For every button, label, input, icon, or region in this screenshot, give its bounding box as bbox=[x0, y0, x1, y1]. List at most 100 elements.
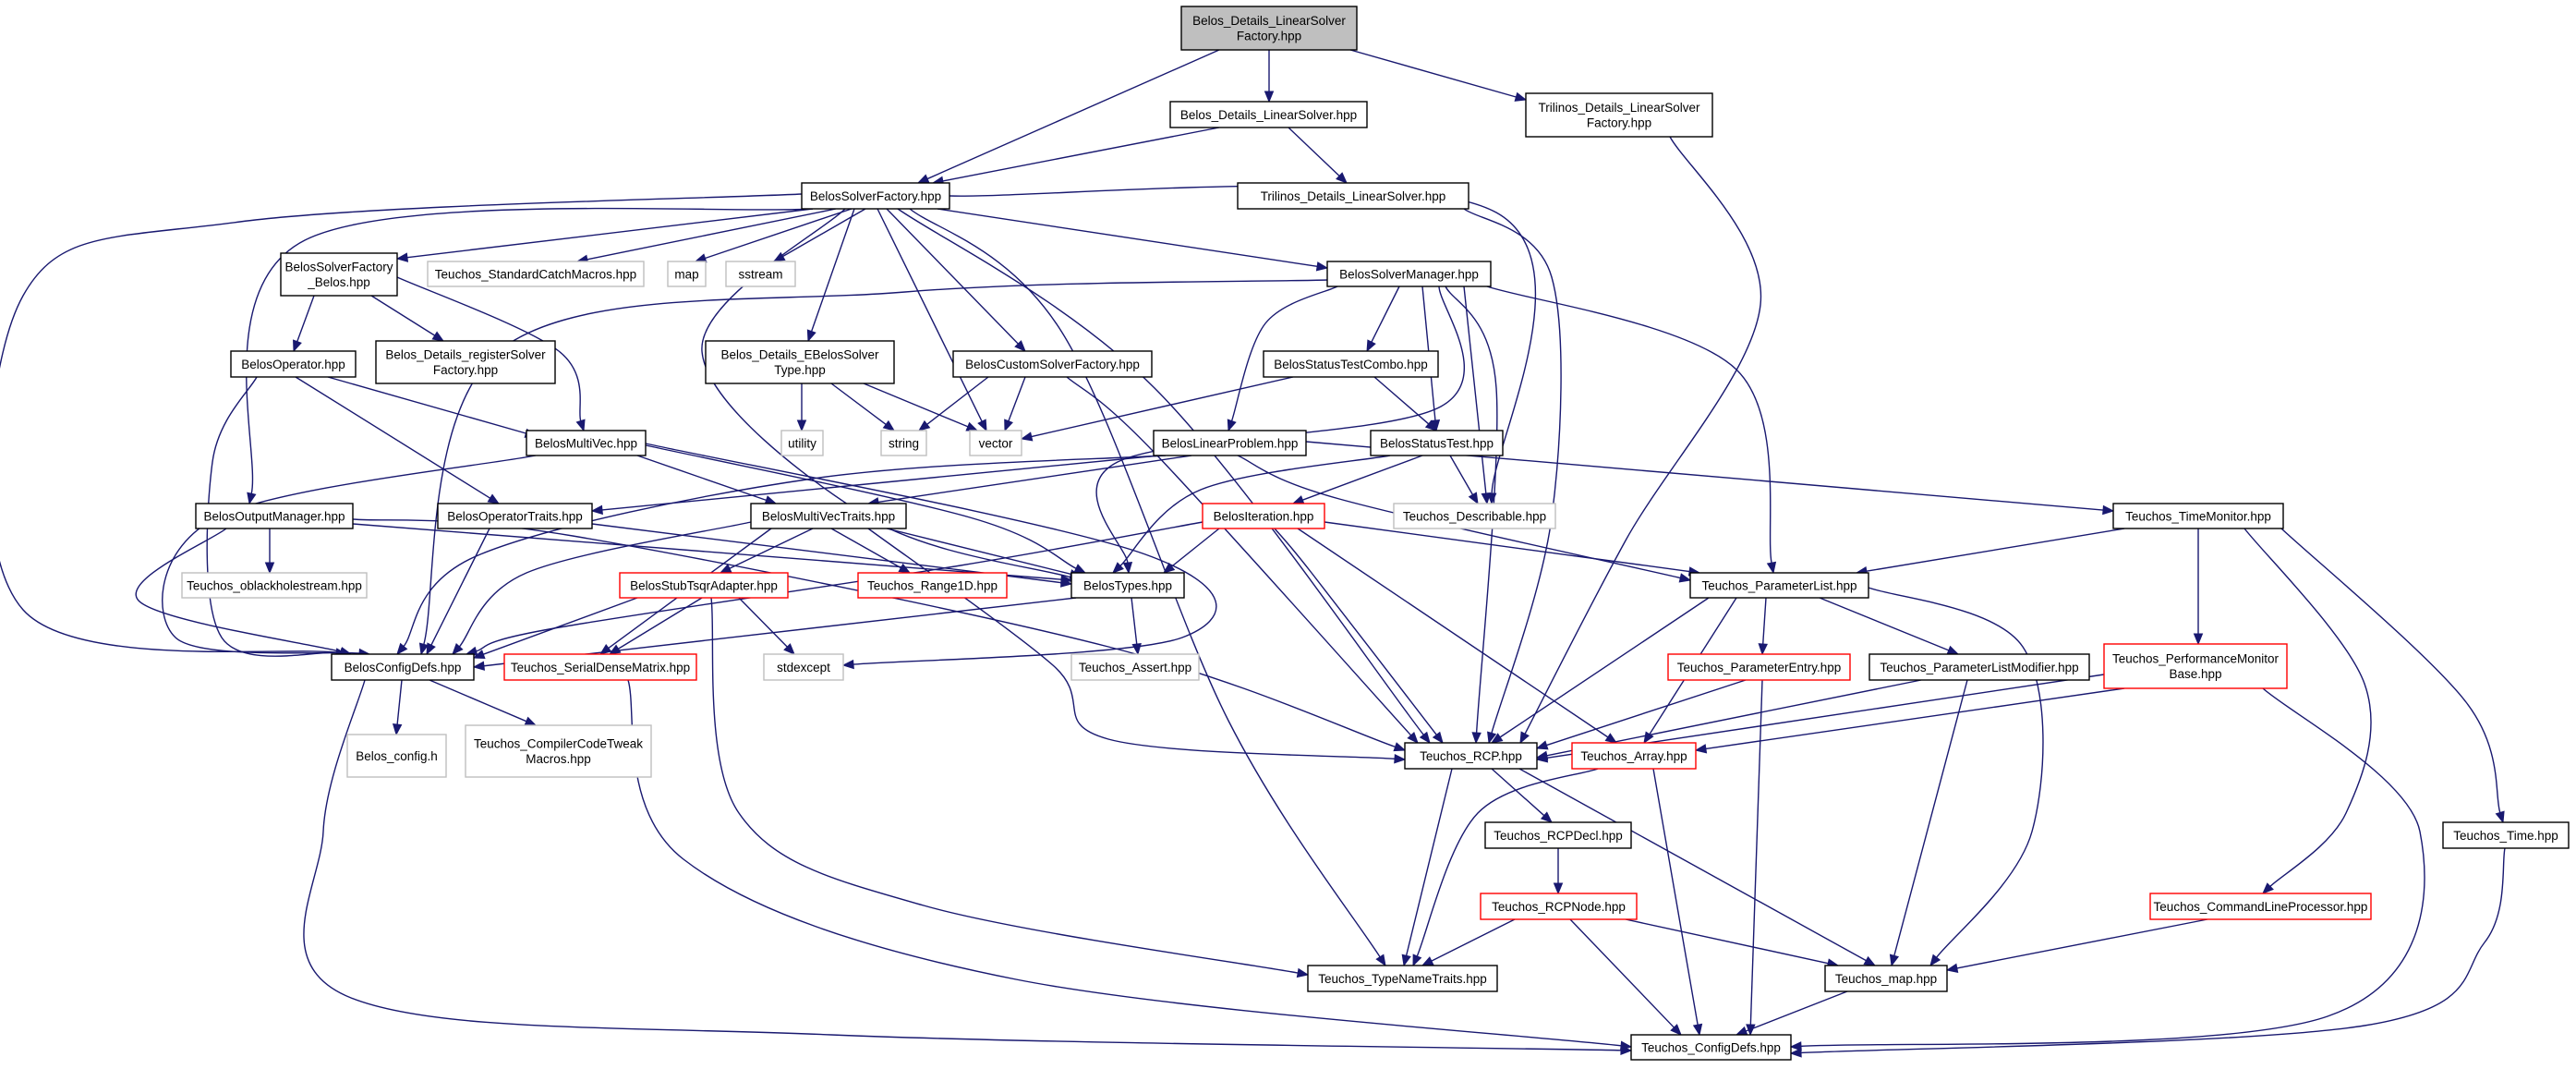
edge-root-to-bsf bbox=[916, 49, 1220, 184]
edge-bsm-to-bcd bbox=[418, 279, 1328, 656]
edge-line bbox=[1297, 528, 1609, 738]
edge-arrowhead bbox=[1929, 954, 1941, 967]
node-trcpdecl[interactable]: Teuchos_RCPDecl.hpp bbox=[1484, 821, 1632, 849]
node-trcpnode[interactable]: Teuchos_RCPNode.hpp bbox=[1480, 893, 1638, 920]
node-ttm[interactable]: Teuchos_TimeMonitor.hpp bbox=[2112, 503, 2284, 529]
node-box bbox=[1307, 965, 1498, 992]
edge-blp-to-bot bbox=[590, 455, 1160, 516]
node-tsdm[interactable]: Teuchos_SerialDenseMatrix.hpp bbox=[503, 653, 697, 681]
node-bmvt[interactable]: BelosMultiVecTraits.hpp bbox=[750, 503, 907, 529]
node-bsfb[interactable]: BelosSolverFactory_Belos.hpp bbox=[280, 252, 398, 297]
edge-line bbox=[1491, 768, 1545, 817]
node-tdesc[interactable]: Teuchos_Describable.hpp bbox=[1393, 503, 1556, 529]
node-ttime[interactable]: Teuchos_Time.hpp bbox=[2442, 821, 2570, 849]
edge-tdlsf-to-trcp bbox=[1519, 136, 1762, 745]
node-vector[interactable]: vector bbox=[969, 430, 1022, 456]
edge-tpl-to-trcp bbox=[1490, 597, 1710, 744]
edge-line bbox=[782, 208, 866, 258]
edge-line bbox=[1449, 455, 1474, 495]
node-stdexcept[interactable]: stdexcept bbox=[763, 653, 844, 681]
node-bstc[interactable]: BelosStatusTestCombo.hpp bbox=[1263, 350, 1439, 378]
node-sstream[interactable]: sstream bbox=[725, 261, 796, 287]
node-bom[interactable]: BelosOutputManager.hpp bbox=[195, 503, 354, 529]
node-bcsf[interactable]: BelosCustomSolverFactory.hpp bbox=[952, 350, 1153, 378]
edge-arrowhead bbox=[1421, 956, 1434, 966]
edge-arrowhead bbox=[1487, 731, 1497, 745]
edge-ttm-to-tclp bbox=[2243, 528, 2372, 894]
edge-tdls-to-trcp bbox=[1463, 208, 1562, 745]
node-trcp[interactable]: Teuchos_RCP.hpp bbox=[1404, 742, 1538, 770]
edge-line bbox=[627, 679, 1622, 1047]
node-box bbox=[503, 653, 697, 681]
node-box bbox=[526, 430, 647, 456]
node-tmap[interactable]: Teuchos_map.hpp bbox=[1824, 965, 1948, 992]
edge-arrowhead bbox=[2262, 882, 2274, 894]
node-bop[interactable]: BelosOperator.hpp bbox=[230, 350, 357, 378]
node-bmv[interactable]: BelosMultiVec.hpp bbox=[526, 430, 647, 456]
node-box bbox=[1480, 893, 1638, 920]
node-tplm[interactable]: Teuchos_ParameterListModifier.hpp bbox=[1869, 653, 2090, 681]
edge-arrowhead bbox=[1694, 744, 1708, 754]
node-btypes[interactable]: BelosTypes.hpp bbox=[1070, 572, 1185, 599]
edge-arrowhead bbox=[1481, 492, 1491, 505]
node-bit[interactable]: BelosIteration.hpp bbox=[1202, 503, 1325, 529]
node-bsta[interactable]: BelosStubTsqrAdapter.hpp bbox=[619, 572, 789, 599]
node-bsf[interactable]: BelosSolverFactory.hpp bbox=[801, 182, 950, 210]
edge-line bbox=[246, 207, 814, 494]
node-bconfig[interactable]: Belos_config.h bbox=[346, 734, 447, 778]
node-tobs[interactable]: Teuchos_oblackholestream.hpp bbox=[181, 572, 368, 599]
node-label: vector bbox=[979, 436, 1013, 450]
node-blp[interactable]: BelosLinearProblem.hpp bbox=[1153, 430, 1307, 456]
node-tclp[interactable]: Teuchos_CommandLineProcessor.hpp bbox=[2149, 893, 2372, 920]
node-string[interactable]: string bbox=[880, 430, 927, 456]
node-label: BelosOutputManager.hpp bbox=[203, 509, 345, 523]
node-scm[interactable]: Teuchos_StandardCatchMacros.hpp bbox=[427, 261, 645, 287]
edge-line bbox=[886, 528, 1071, 576]
node-utility[interactable]: utility bbox=[780, 430, 824, 456]
node-tpe[interactable]: Teuchos_ParameterEntry.hpp bbox=[1667, 653, 1851, 681]
node-box bbox=[1630, 1034, 1792, 1061]
node-box bbox=[1070, 572, 1185, 599]
edge-line bbox=[1705, 687, 2125, 750]
node-bsm[interactable]: BelosSolverManager.hpp bbox=[1326, 261, 1492, 287]
node-box bbox=[750, 503, 907, 529]
node-tdls[interactable]: Trilinos_Details_LinearSolver.hpp bbox=[1237, 182, 1469, 210]
edge-bsf-to-bsfb bbox=[395, 208, 814, 262]
node-tcd[interactable]: Teuchos_ConfigDefs.hpp bbox=[1630, 1034, 1792, 1061]
edge-ttm-to-tpl bbox=[1855, 528, 2125, 577]
node-label: utility bbox=[788, 436, 816, 450]
edge-line bbox=[352, 518, 1396, 748]
edge-line bbox=[476, 521, 1203, 652]
node-bot[interactable]: BelosOperatorTraits.hpp bbox=[437, 503, 593, 529]
edge-arrowhead bbox=[1296, 967, 1310, 978]
node-ttnt[interactable]: Teuchos_TypeNameTraits.hpp bbox=[1307, 965, 1498, 992]
node-tr1d[interactable]: Teuchos_Range1D.hpp bbox=[857, 572, 1008, 599]
edge-line bbox=[1008, 376, 1026, 421]
edge-line bbox=[1518, 768, 1867, 962]
node-tassert[interactable]: Teuchos_Assert.hpp bbox=[1070, 653, 1200, 681]
edge-line bbox=[1274, 528, 1437, 735]
node-label: BelosSolverManager.hpp bbox=[1339, 267, 1479, 281]
edge-arrowhead bbox=[1643, 731, 1654, 745]
node-dls[interactable]: Belos_Details_LinearSolver.hpp bbox=[1169, 101, 1368, 128]
edge-line bbox=[601, 455, 1160, 511]
edge-arrowhead bbox=[916, 174, 930, 184]
edge-bst-to-btypes bbox=[1112, 455, 1391, 574]
node-bst[interactable]: BelosStatusTest.hpp bbox=[1370, 430, 1504, 456]
edge-arrowhead bbox=[882, 419, 896, 431]
edge-arrowhead bbox=[1758, 643, 1768, 656]
node-bcd[interactable]: BelosConfigDefs.hpp bbox=[331, 653, 475, 681]
node-tpl[interactable]: Teuchos_ParameterList.hpp bbox=[1689, 572, 1869, 599]
edge-arrowhead bbox=[806, 329, 816, 343]
node-box bbox=[1237, 182, 1469, 210]
node-map[interactable]: map bbox=[667, 261, 707, 287]
edge-line bbox=[1445, 285, 1498, 734]
node-tarr[interactable]: Teuchos_Array.hpp bbox=[1571, 742, 1697, 770]
node-label: Factory.hpp bbox=[433, 363, 498, 377]
